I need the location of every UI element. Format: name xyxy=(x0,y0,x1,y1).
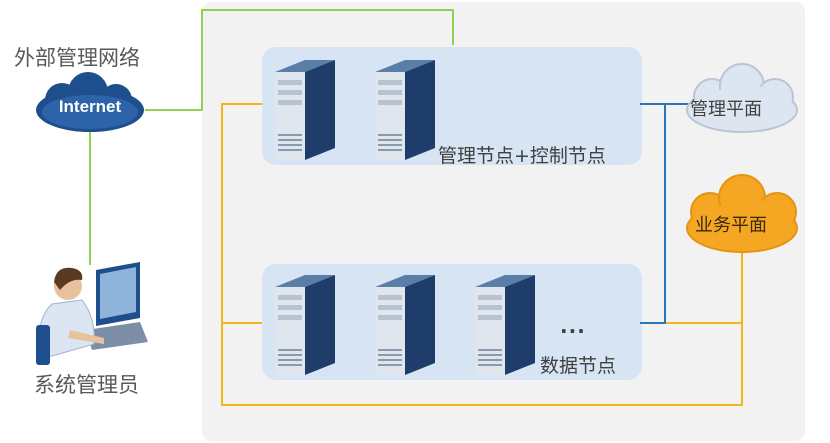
data-nodes-label: 数据节点 xyxy=(540,355,617,377)
management-nodes-label: 管理节点+控制节点 xyxy=(438,145,606,167)
internet-label: Internet xyxy=(58,97,122,116)
management-link-data xyxy=(640,104,666,324)
business-plane-label: 业务平面 xyxy=(695,215,767,236)
cloud-icon xyxy=(686,63,798,133)
server-icon xyxy=(475,275,535,375)
server-icon xyxy=(275,275,335,375)
business-link-outer xyxy=(221,103,743,406)
admin-label: 系统管理员 xyxy=(34,373,139,397)
data-node-group xyxy=(262,264,642,380)
server-icon xyxy=(375,275,435,375)
management-plane-label: 管理平面 xyxy=(690,99,762,120)
more-nodes-ellipsis: ... xyxy=(560,314,586,338)
external-network-label: 外部管理网络 xyxy=(14,46,140,70)
external-link xyxy=(145,9,454,111)
server-icon xyxy=(375,60,435,160)
internet-cloud-icon xyxy=(36,72,144,132)
cloud-icon xyxy=(686,174,798,253)
server-icon xyxy=(275,60,335,160)
administrator-icon xyxy=(36,262,148,365)
management-node-group xyxy=(262,47,642,165)
